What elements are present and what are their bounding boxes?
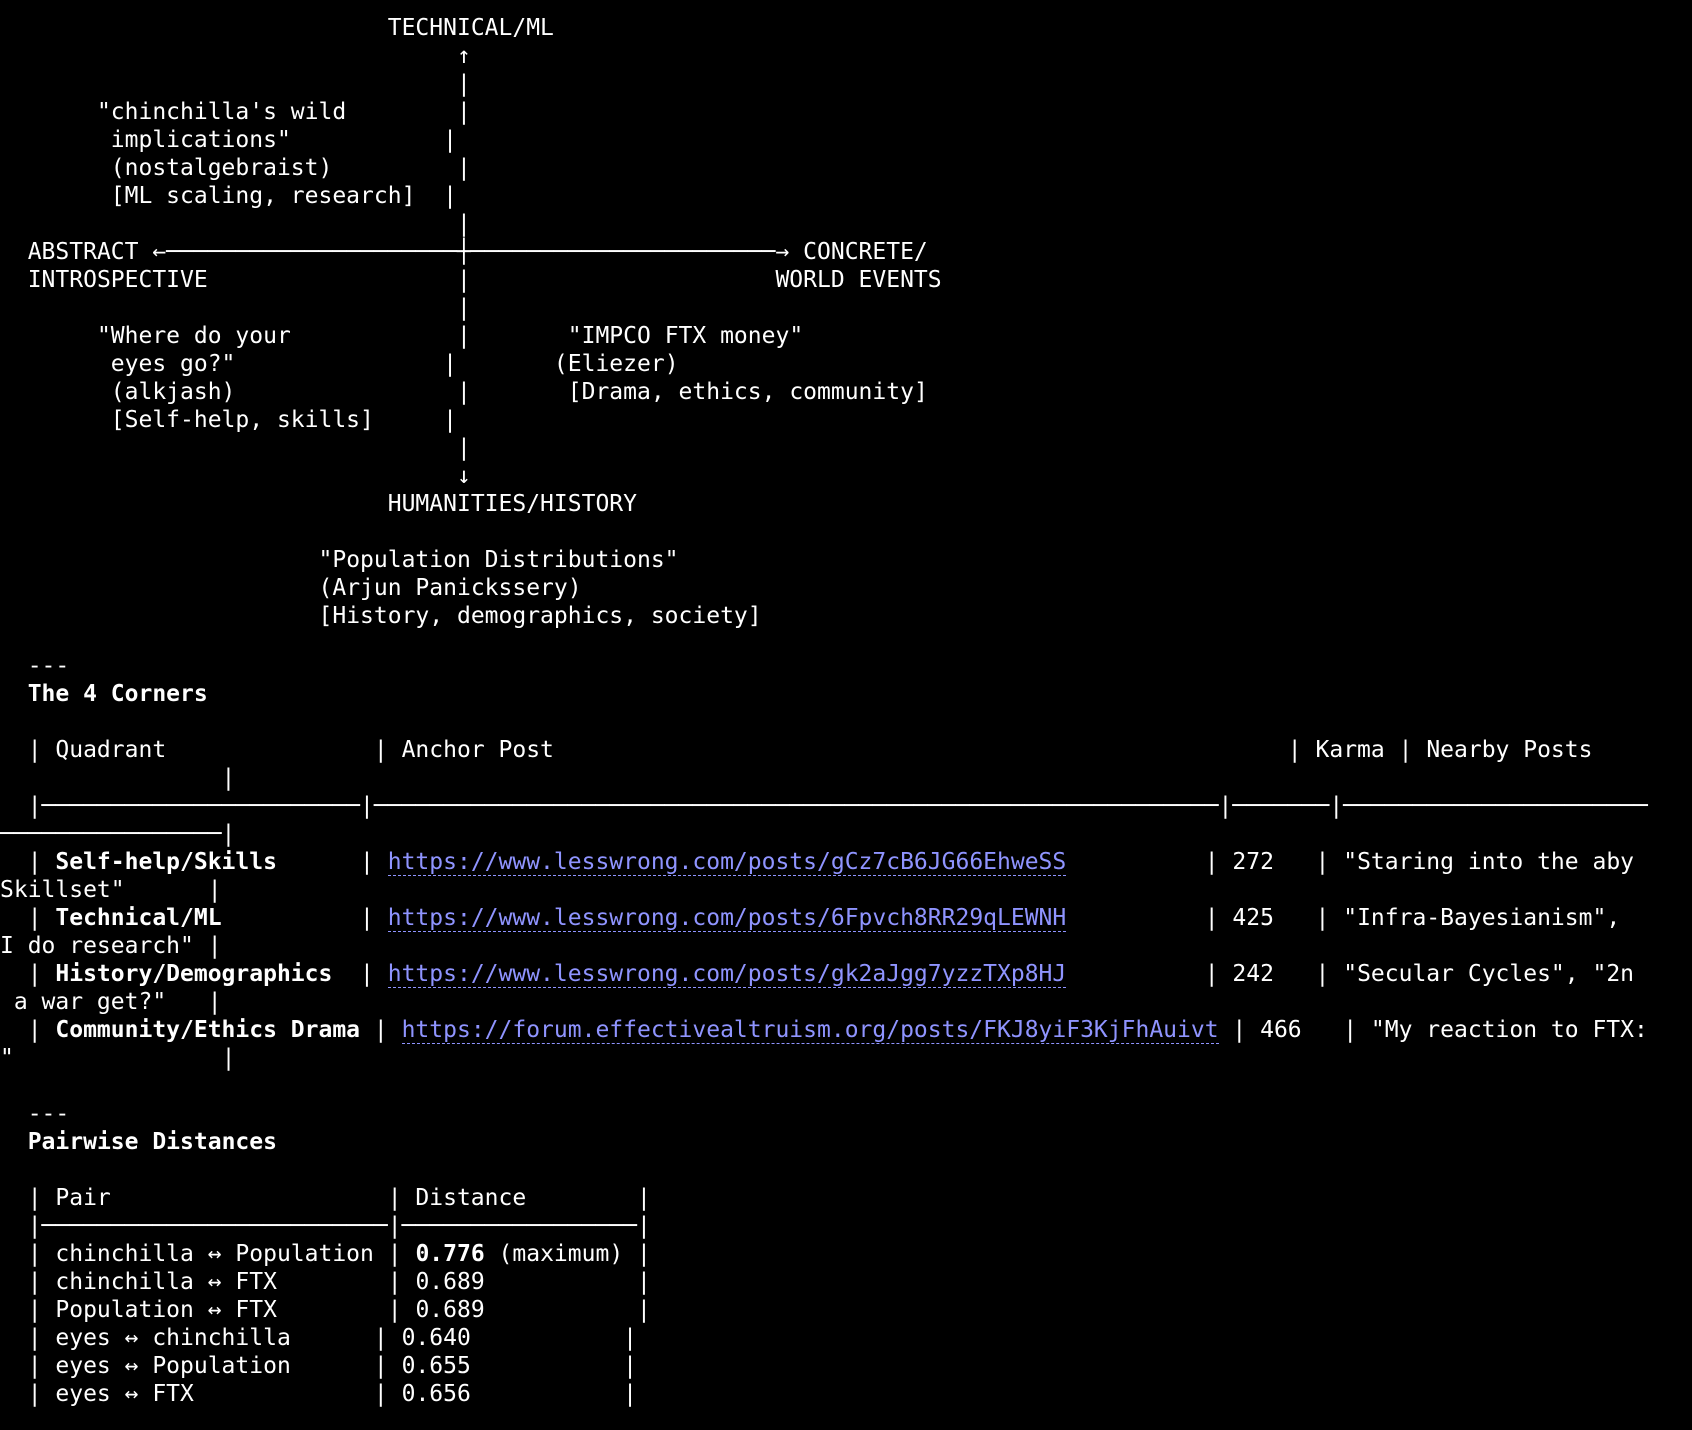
tl-title-1: "chinchilla's wild — [96, 99, 347, 125]
anchor-post-link[interactable]: https://forum.effectivealtruism.org/post… — [401, 1017, 1219, 1044]
col-header-karma: Karma — [1315, 737, 1385, 763]
distances-rule: --- — [27, 1101, 70, 1127]
distance-value: 0.776 — [415, 1241, 485, 1267]
bl-author: (alkjash) — [96, 379, 236, 405]
distances-heading: Pairwise Distances — [27, 1129, 277, 1155]
corners-rule: --- — [27, 653, 70, 679]
axis-right-label-1: CONCRETE/ — [803, 239, 928, 265]
distances-table: --- Pairwise Distances | Pair | Distance… — [0, 1101, 651, 1407]
axis-top-label: TECHNICAL/ML — [387, 15, 554, 41]
row-wrap: I do research" — [0, 933, 194, 959]
table-row: | eyes ↔ FTX | 0.656 | — [0, 1381, 638, 1407]
table-row: | Technical/ML | https://www.lesswrong.c… — [0, 905, 1621, 932]
col-header-pair: Pair — [55, 1185, 111, 1211]
axis-left-label-1: ABSTRACT — [27, 239, 139, 265]
pair-label: chinchilla ↔ FTX — [55, 1269, 277, 1295]
row-wrap: a war get?" — [0, 989, 167, 1015]
br-title: "IMPCO FTX money" — [567, 323, 804, 349]
tl-author: (nostalgebraist) — [96, 155, 333, 181]
distance-note: (maximum) — [498, 1241, 624, 1267]
distance-value: 0.689 — [415, 1297, 485, 1323]
row-quadrant: Community/Ethics Drama — [55, 1017, 361, 1043]
pair-label: chinchilla ↔ Population — [55, 1241, 374, 1267]
row-quadrant: History/Demographics — [55, 961, 333, 987]
anchor-post-link[interactable]: https://www.lesswrong.com/posts/gCz7cB6J… — [387, 849, 1067, 876]
col-header-distance: Distance — [415, 1185, 527, 1211]
row-wrap: Skillset" — [0, 877, 125, 903]
row-nearby: "Secular Cycles", "2n — [1343, 961, 1635, 987]
corners-heading: The 4 Corners — [27, 681, 208, 707]
quadrant-chart-art: TECHNICAL/ML ↑ | "chinchilla's wild | im… — [0, 15, 942, 629]
table-row: | Population ↔ FTX | 0.689 | — [0, 1297, 651, 1323]
distance-value: 0.656 — [401, 1381, 471, 1407]
row-karma: 272 — [1232, 849, 1274, 875]
row-quadrant: Technical/ML — [55, 905, 222, 931]
col-header-nearby: Nearby Posts — [1426, 737, 1593, 763]
bottom-title: "Population Distributions" — [318, 547, 679, 573]
table-row: | eyes ↔ chinchilla | 0.640 | — [0, 1325, 637, 1351]
row-wrap: " — [0, 1045, 14, 1071]
col-header-anchor: Anchor Post — [401, 737, 554, 763]
pair-label: eyes ↔ chinchilla — [55, 1325, 291, 1351]
row-quadrant: Self-help/Skills — [55, 849, 277, 875]
table-row: | chinchilla ↔ Population | 0.776 (maxim… — [0, 1241, 651, 1267]
table-row: | chinchilla ↔ FTX | 0.689 | — [0, 1269, 651, 1295]
bottom-tags: [History, demographics, society] — [318, 603, 762, 629]
axis-bottom-label: HUMANITIES/HISTORY — [387, 491, 637, 517]
bl-title-1: "Where do your — [96, 323, 291, 349]
distance-value: 0.689 — [415, 1269, 485, 1295]
pair-label: Population ↔ FTX — [55, 1297, 277, 1323]
bl-tags: [Self-help, skills] — [96, 407, 374, 433]
br-tags: [Drama, ethics, community] — [567, 379, 928, 405]
anchor-post-link[interactable]: https://www.lesswrong.com/posts/6Fpvch8R… — [387, 905, 1067, 932]
corners-section: --- The 4 Corners | Quadrant | Anchor Po… — [0, 652, 1648, 1072]
bottom-author: (Arjun Panickssery) — [318, 575, 582, 601]
axis-left-label-2: INTROSPECTIVE — [27, 267, 208, 293]
row-nearby: "My reaction to FTX: — [1370, 1017, 1648, 1043]
row-karma: 425 — [1232, 905, 1274, 931]
row-karma: 242 — [1232, 961, 1274, 987]
distance-value: 0.655 — [401, 1353, 471, 1379]
pair-label: eyes ↔ FTX — [55, 1381, 194, 1407]
row-nearby: "Staring into the aby — [1343, 849, 1635, 875]
row-karma: 466 — [1260, 1017, 1302, 1043]
table-row: | Self-help/Skills | https://www.lesswro… — [0, 849, 1635, 876]
quadrant-chart: TECHNICAL/ML ↑ | "chinchilla's wild | im… — [0, 0, 1692, 650]
pair-label: eyes ↔ Population — [55, 1353, 291, 1379]
tl-tags: [ML scaling, research] — [96, 183, 416, 209]
table-row: | History/Demographics | https://www.les… — [0, 961, 1635, 988]
axis-right-label-2: WORLD EVENTS — [775, 267, 942, 293]
tl-title-2: implications" — [96, 127, 291, 153]
distances-section: --- Pairwise Distances | Pair | Distance… — [0, 1100, 651, 1408]
anchor-post-link[interactable]: https://www.lesswrong.com/posts/gk2aJgg7… — [387, 961, 1067, 988]
br-author: (Eliezer) — [553, 351, 679, 377]
distance-value: 0.640 — [401, 1325, 471, 1351]
corners-table: --- The 4 Corners | Quadrant | Anchor Po… — [0, 653, 1648, 1071]
row-nearby: "Infra-Bayesianism", — [1343, 905, 1621, 931]
table-row: | Community/Ethics Drama | https://forum… — [0, 1017, 1648, 1044]
col-header-quadrant: Quadrant — [55, 737, 167, 763]
table-row: | eyes ↔ Population | 0.655 | — [0, 1353, 637, 1379]
bl-title-2: eyes go?" — [96, 351, 236, 377]
